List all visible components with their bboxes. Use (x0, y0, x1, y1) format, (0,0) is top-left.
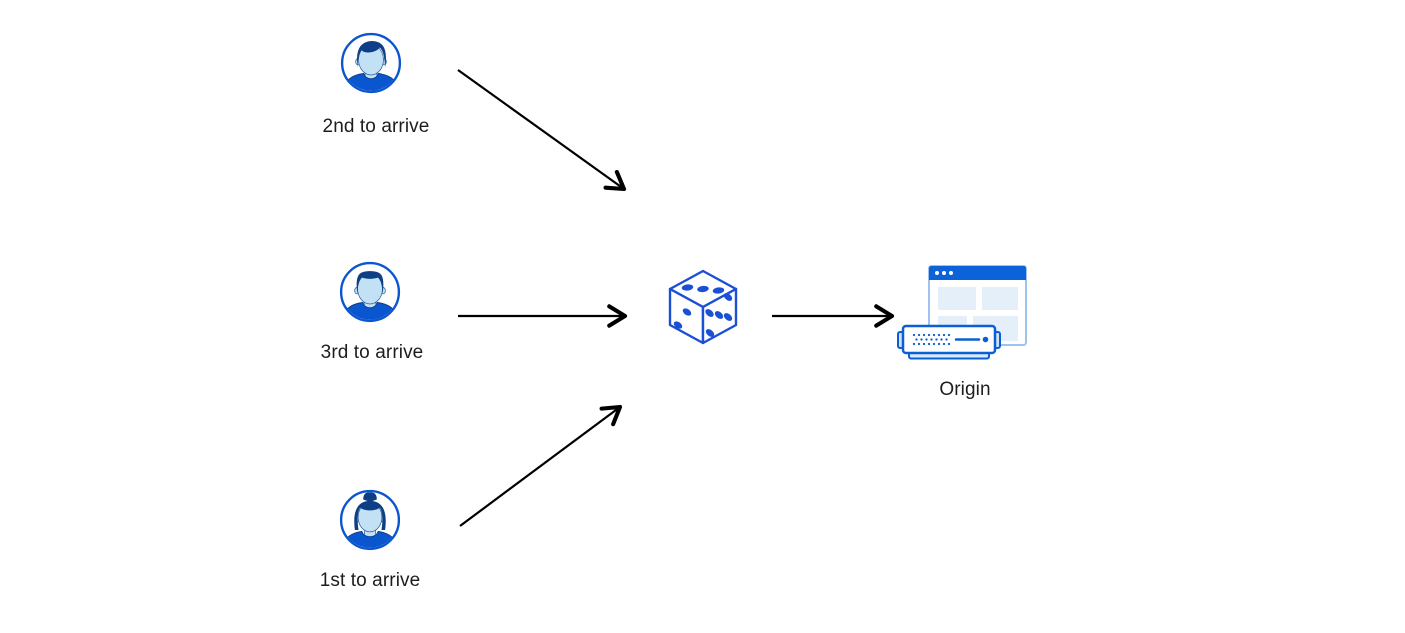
arrow-visitor2nd-to-dice (457, 69, 627, 192)
dice-node (667, 268, 739, 346)
origin-server-browser-icon (897, 265, 1027, 360)
visitor-label-2nd: 2nd to arrive (322, 116, 430, 137)
origin-label: Origin (939, 379, 991, 400)
avatar-person-bun-hair-icon (339, 489, 401, 551)
server-icon (897, 324, 1001, 360)
visitor-label-3rd: 3rd to arrive (320, 342, 424, 363)
visitor-node-2nd (339, 31, 403, 95)
visitor-node-1st (338, 488, 402, 552)
avatar-person-swoop-hair-icon (340, 32, 402, 94)
dice-icon (668, 269, 738, 345)
avatar-person-flat-hair-icon (339, 261, 401, 323)
browser-window-icon (928, 265, 1027, 346)
visitor-label-1st: 1st to arrive (319, 570, 421, 591)
visitor-node-3rd (338, 260, 402, 324)
origin-node (893, 258, 1033, 362)
arrow-visitor1st-to-dice (459, 404, 623, 527)
